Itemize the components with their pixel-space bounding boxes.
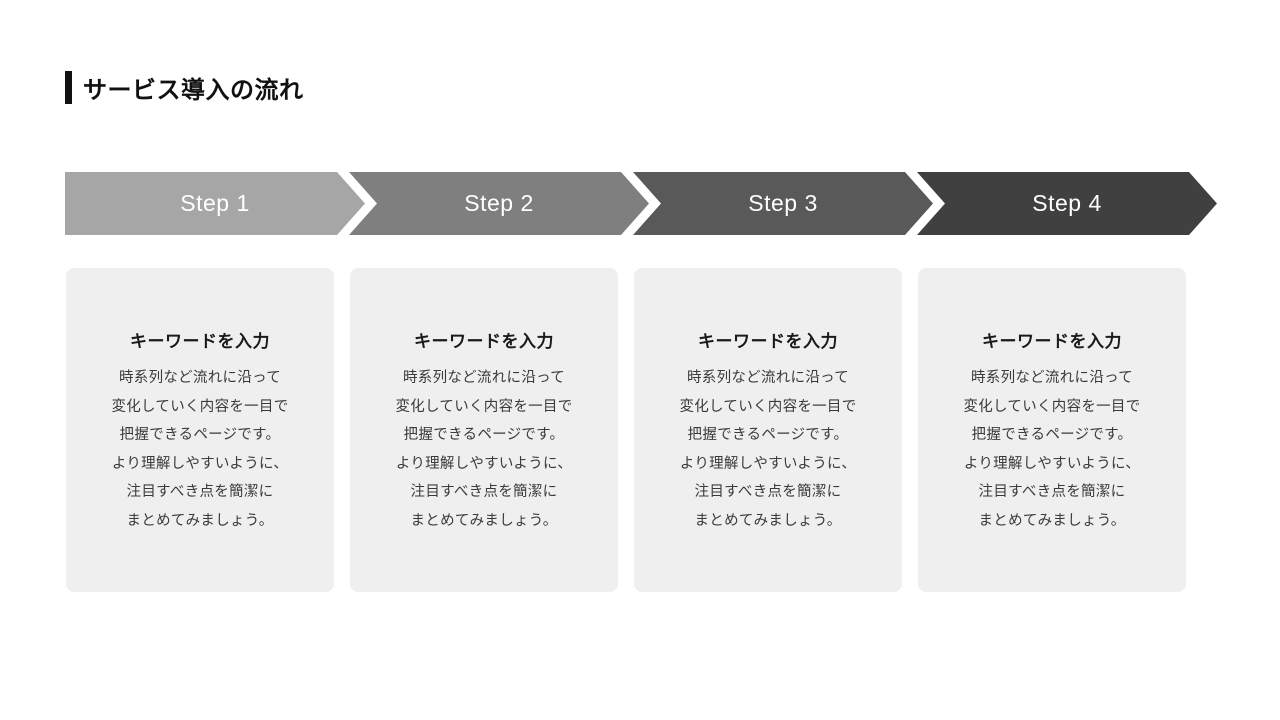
step-arrow-4: Step 4 [917, 172, 1217, 235]
accent-bar [65, 71, 72, 104]
step-card-2: キーワードを入力 時系列など流れに沿って 変化していく内容を一目で 把握できるペ… [350, 268, 618, 592]
card-title: キーワードを入力 [982, 332, 1122, 351]
card-body: 時系列など流れに沿って 変化していく内容を一目で 把握できるページです。 より理… [679, 370, 857, 529]
card-title: キーワードを入力 [414, 332, 554, 351]
step-flow: Step 1 Step 2 Step 3 Step 4 [65, 172, 1225, 235]
page-title-block: サービス導入の流れ [65, 70, 304, 105]
step-label-4: Step 4 [1032, 190, 1102, 216]
step-label-1: Step 1 [180, 190, 250, 216]
card-body: 時系列など流れに沿って 変化していく内容を一目で 把握できるページです。 より理… [395, 370, 573, 529]
step-arrow-2: Step 2 [349, 172, 649, 235]
card-title: キーワードを入力 [130, 332, 270, 351]
card-body: 時系列など流れに沿って 変化していく内容を一目で 把握できるページです。 より理… [963, 370, 1141, 529]
step-label-3: Step 3 [748, 190, 818, 216]
step-arrow-3: Step 3 [633, 172, 933, 235]
page-title: サービス導入の流れ [83, 77, 304, 104]
step-label-2: Step 2 [464, 190, 534, 216]
card-title: キーワードを入力 [698, 332, 838, 351]
card-body: 時系列など流れに沿って 変化していく内容を一目で 把握できるページです。 より理… [111, 370, 289, 529]
step-arrow-1: Step 1 [65, 172, 365, 235]
step-card-4: キーワードを入力 時系列など流れに沿って 変化していく内容を一目で 把握できるペ… [918, 268, 1186, 592]
step-card-3: キーワードを入力 時系列など流れに沿って 変化していく内容を一目で 把握できるペ… [634, 268, 902, 592]
step-card-1: キーワードを入力 時系列など流れに沿って 変化していく内容を一目で 把握できるペ… [66, 268, 334, 592]
step-cards: キーワードを入力 時系列など流れに沿って 変化していく内容を一目で 把握できるペ… [66, 268, 1186, 592]
